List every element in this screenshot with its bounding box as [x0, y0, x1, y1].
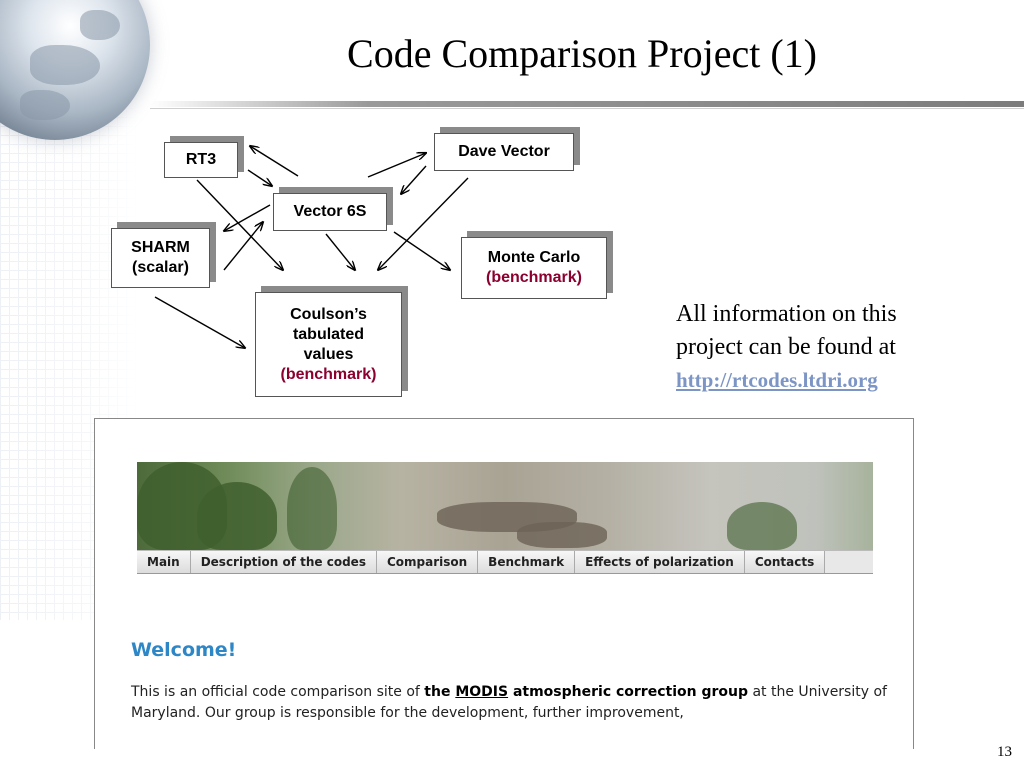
node-coulson-line4: (benchmark)	[280, 365, 377, 383]
node-coulson-line2: tabulated	[292, 325, 365, 343]
node-sharm-line1: SHARM	[131, 239, 190, 256]
para-part2: at the University of Maryland. Our group…	[131, 684, 887, 721]
website-navbar: Main Description of the codes Comparison…	[137, 550, 873, 574]
node-monte-carlo: Monte Carlo (benchmark)	[461, 237, 607, 299]
arrow-dave-to-vector6s	[401, 165, 427, 194]
arrow-sharm-to-vector6s	[223, 222, 263, 271]
arrow-dave-to-coulson	[378, 177, 469, 270]
nav-polarization[interactable]: Effects of polarization	[575, 551, 745, 573]
node-dave-vector-label: Dave Vector	[458, 143, 550, 160]
node-sharm-line2: (scalar)	[132, 259, 189, 276]
slide-title: Code Comparison Project (1)	[347, 31, 817, 76]
nav-main[interactable]: Main	[137, 551, 191, 573]
arrow-rt3-to-coulson	[196, 179, 283, 270]
website-banner-image	[137, 462, 873, 550]
node-monte-carlo-line2: (benchmark)	[485, 269, 583, 286]
node-dave-vector: Dave Vector	[434, 133, 574, 171]
node-rt3: RT3	[164, 142, 238, 178]
para-modis-link[interactable]: MODIS	[455, 684, 509, 700]
arrow-rt3-to-vector6s	[247, 169, 272, 186]
node-coulson-line1: Coulson’s	[290, 305, 367, 323]
nav-comparison[interactable]: Comparison	[376, 551, 479, 573]
website-screenshot: Main Description of the codes Comparison…	[94, 418, 914, 749]
title-divider-thin	[150, 108, 1024, 109]
node-coulson-line3: values	[303, 345, 354, 363]
info-line1: All information on this	[676, 301, 897, 327]
arrow-vector6s-to-rt3	[250, 146, 299, 177]
arrow-sharm-to-coulson	[154, 296, 245, 348]
node-coulson: Coulson’s tabulated values (benchmark)	[255, 292, 402, 397]
para-part1: This is an official code comparison site…	[131, 684, 425, 700]
info-text: All information on this project can be f…	[676, 298, 897, 397]
arrow-vector6s-to-sharm	[224, 204, 271, 231]
node-monte-carlo-line1: Monte Carlo	[487, 249, 581, 266]
nav-description[interactable]: Description of the codes	[190, 551, 377, 573]
para-group: atmospheric correction group	[508, 684, 748, 700]
page-number: 13	[997, 744, 1012, 760]
info-link[interactable]: http://rtcodes.ltdri.org	[676, 368, 878, 392]
node-sharm: SHARM (scalar)	[111, 228, 210, 288]
node-rt3-label: RT3	[185, 151, 217, 168]
website-intro-paragraph: This is an official code comparison site…	[131, 682, 891, 724]
title-divider	[150, 101, 1024, 107]
arrow-vector6s-to-montecarlo	[393, 231, 450, 270]
website-welcome-heading: Welcome!	[131, 639, 237, 661]
node-vector6s: Vector 6S	[273, 193, 387, 231]
nav-benchmark[interactable]: Benchmark	[478, 551, 576, 573]
arrow-vector6s-to-dave	[367, 153, 426, 178]
arrow-vector6s-to-coulson	[325, 233, 355, 270]
node-vector6s-label: Vector 6S	[293, 203, 367, 220]
nav-contacts[interactable]: Contacts	[744, 551, 826, 573]
globe-logo	[0, 0, 150, 140]
para-the: the	[424, 684, 456, 700]
info-line2: project can be found at	[676, 334, 896, 360]
